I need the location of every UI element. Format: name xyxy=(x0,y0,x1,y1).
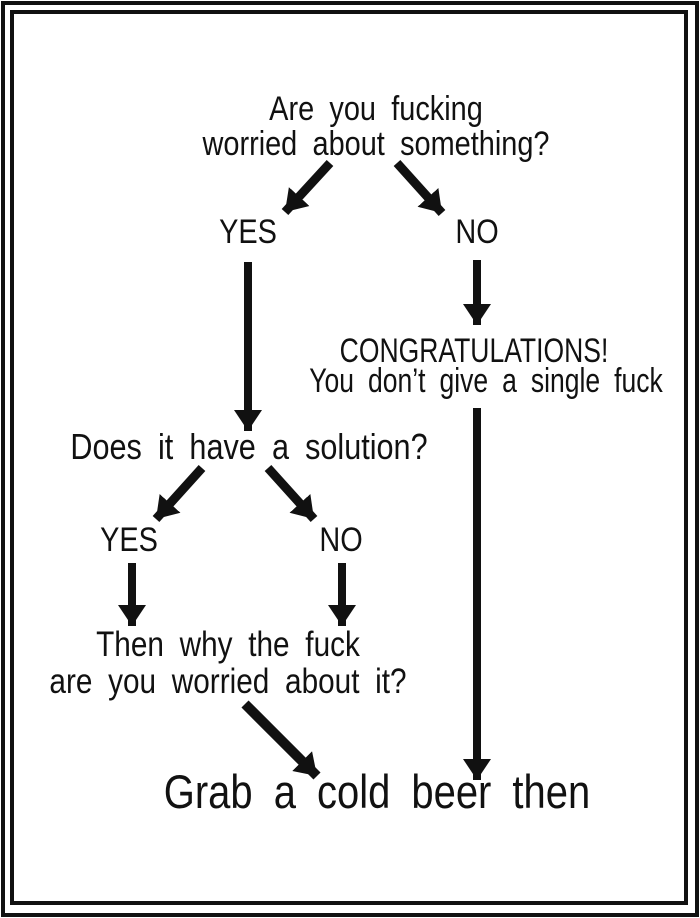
arrow-why-to-final-icon xyxy=(241,700,321,780)
label-yes-1: YES xyxy=(219,213,277,251)
final-advice-text: Grab a cold beer then xyxy=(163,765,591,818)
arrow-q1-to-yes-icon xyxy=(281,159,334,216)
question-1: Are you fucking worried about something? xyxy=(203,92,550,162)
arrow-q2-to-no-icon xyxy=(264,464,318,523)
label-no-1: NO xyxy=(455,213,499,251)
label-yes-2: YES xyxy=(100,521,158,559)
arrow-q2-to-yes-icon xyxy=(152,464,206,523)
question-1-line-2: worried about something? xyxy=(202,125,550,163)
congrats-title: CONGRATULATIONS! xyxy=(339,332,609,370)
congrats-subtitle: You don’t give a single fuck xyxy=(309,362,663,400)
why-worried-text: Then why the fuck are you worried about … xyxy=(49,626,406,700)
why-worried-line-2: are you worried about it? xyxy=(49,662,407,701)
question-2: Does it have a solution? xyxy=(70,426,428,467)
question-1-line-1: Are you fucking xyxy=(269,90,483,128)
arrow-q1-to-no-icon xyxy=(393,159,446,217)
why-worried-line-1: Then why the fuck xyxy=(96,625,360,664)
label-no-2: NO xyxy=(319,521,363,559)
